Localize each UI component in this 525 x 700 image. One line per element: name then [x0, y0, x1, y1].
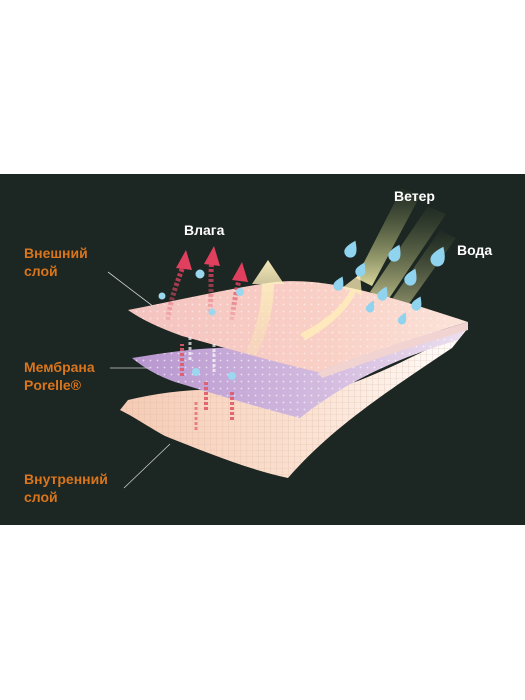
wind-label: Ветер — [394, 188, 435, 204]
outer-layer-label-line2: слой — [24, 263, 58, 279]
membrane-label-line2: Porelle® — [24, 377, 82, 393]
membrane-label: Мембрана Porelle® — [24, 359, 99, 393]
inner-layer-label: Внутренний слой — [24, 471, 112, 505]
moisture-arrows — [165, 246, 248, 430]
outer-layer-label-line1: Внешний — [24, 245, 88, 261]
curved-up-arrow-icon — [229, 262, 248, 321]
moisture-droplets — [158, 269, 244, 380]
outer-layer-label: Внешний слой — [24, 245, 92, 279]
curved-up-arrow-icon — [204, 246, 220, 313]
moisture-label: Влага — [184, 222, 225, 238]
membrane-label-line1: Мембрана — [24, 359, 95, 375]
curved-up-arrow-icon — [165, 250, 192, 321]
inner-layer-label-line2: слой — [24, 489, 58, 505]
inner-layer-label-line1: Внутренний — [24, 471, 108, 487]
water-label: Вода — [457, 242, 492, 258]
water-drop-icon — [333, 240, 445, 325]
heat-arrow-icon — [246, 260, 362, 356]
outer-layer-sheet — [128, 281, 468, 378]
leader-lines — [107, 271, 171, 489]
